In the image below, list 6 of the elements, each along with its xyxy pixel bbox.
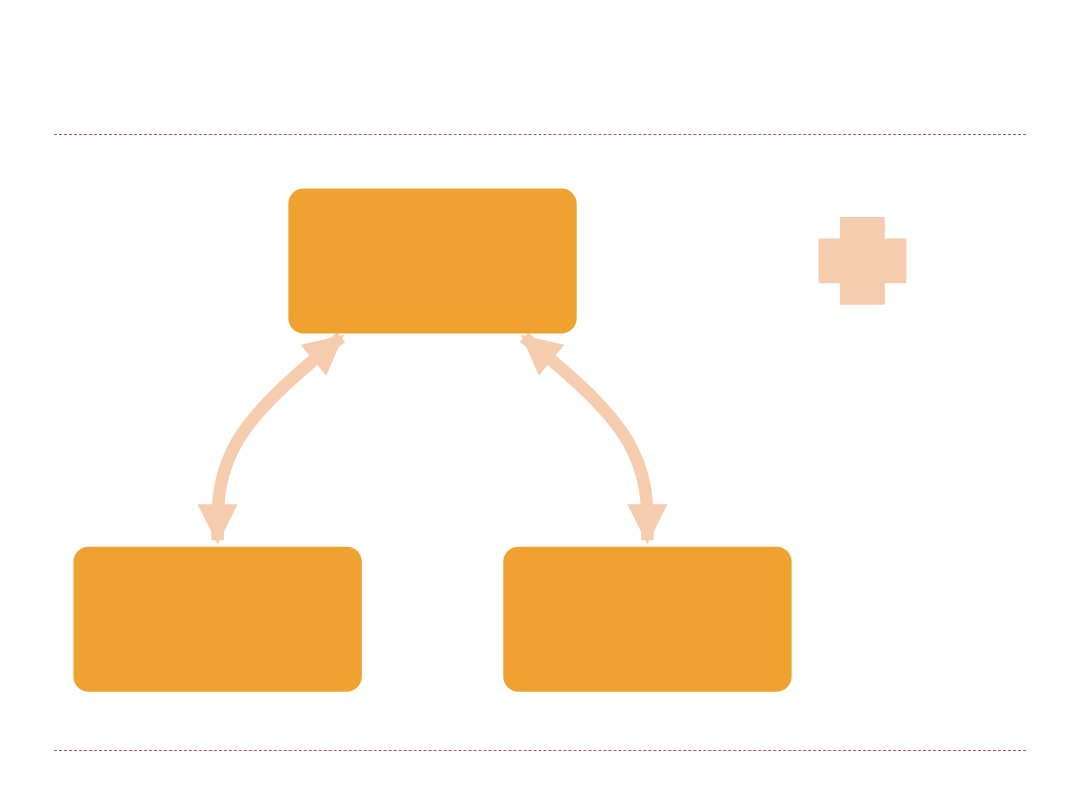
- node-box: [288, 188, 577, 334]
- plus-sign: [818, 217, 907, 305]
- double-arrow: [520, 332, 668, 545]
- double-arrow: [197, 332, 346, 545]
- node-box: [503, 546, 792, 692]
- node-box: [73, 546, 362, 692]
